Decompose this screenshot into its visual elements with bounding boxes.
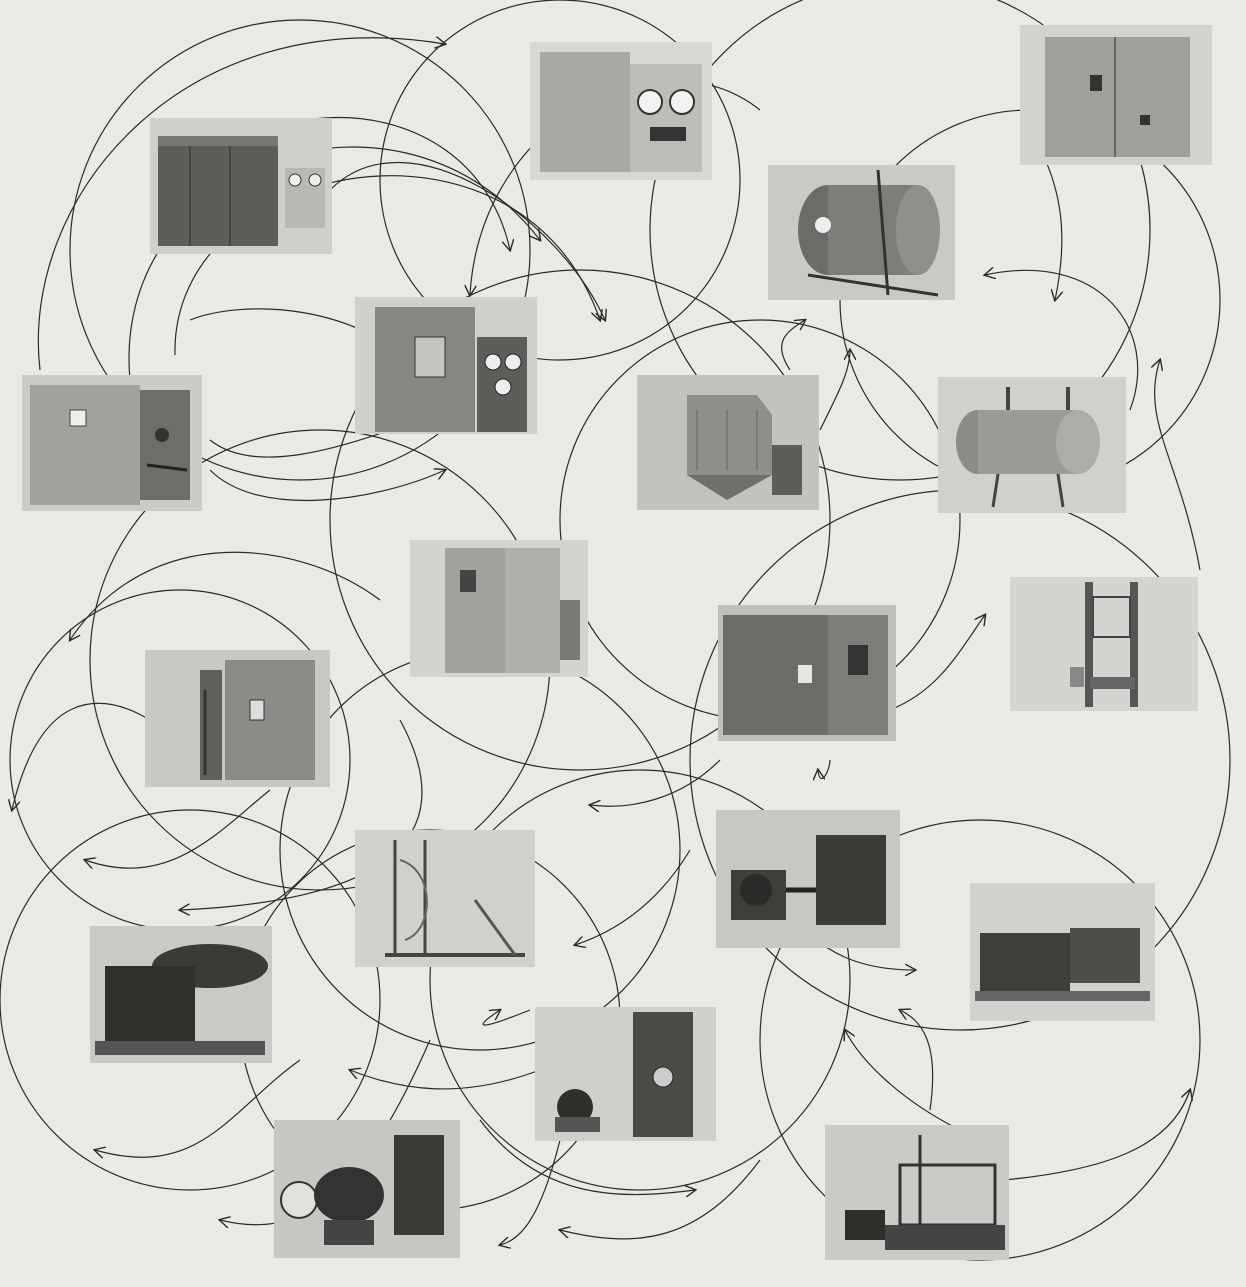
photo-chamber-with-dual-gauges bbox=[530, 42, 712, 180]
centrifuge-icon bbox=[274, 1120, 460, 1258]
arc-circle bbox=[379, 0, 741, 361]
vibration-rig-icon bbox=[355, 830, 535, 967]
arrow-arc bbox=[1155, 360, 1201, 571]
arc-circle bbox=[329, 269, 831, 771]
arrow-arc bbox=[590, 759, 721, 806]
double-door-cabinet-icon bbox=[410, 540, 588, 677]
gauge-panel-chamber-icon bbox=[355, 297, 537, 434]
arc-circle bbox=[429, 769, 851, 1191]
photo-double-door-cabinet bbox=[410, 540, 588, 677]
arrow-arc bbox=[85, 789, 271, 868]
arrow-arc bbox=[818, 759, 831, 779]
arrow-arc bbox=[845, 1030, 961, 1131]
photo-chamber-with-gauge-panel bbox=[355, 297, 537, 434]
photo-low-shaker-units bbox=[970, 883, 1155, 1021]
photo-shaker-frame-rig bbox=[825, 1125, 1009, 1260]
photo-test-chamber-with-control-panel bbox=[150, 118, 332, 254]
arrow-arc bbox=[37, 38, 445, 371]
arrow-arc bbox=[781, 320, 805, 371]
shaker-frame-icon bbox=[825, 1125, 1009, 1260]
vacuum-drum-icon bbox=[768, 165, 955, 300]
arrow-arc bbox=[350, 1070, 541, 1090]
arrow-arc bbox=[985, 270, 1139, 411]
arrow-arc bbox=[12, 702, 151, 810]
round-table-icon bbox=[90, 926, 272, 1063]
arc-circle bbox=[0, 809, 381, 1191]
arrow-arc bbox=[479, 1119, 695, 1195]
photo-control-cabinet-with-fixture bbox=[535, 1007, 716, 1141]
control-cabinet-icon bbox=[535, 1007, 716, 1141]
dust-hood-icon bbox=[637, 375, 819, 510]
walk-in-chamber-icon bbox=[150, 118, 332, 254]
drop-tester-icon bbox=[1010, 577, 1198, 711]
pressure-tank-icon bbox=[938, 377, 1126, 513]
photo-standing-chamber-with-pipes bbox=[145, 650, 330, 787]
arrow-arc bbox=[482, 1010, 531, 1026]
photo-centrifuge-with-cabinet bbox=[274, 1120, 460, 1258]
arrow-arc bbox=[560, 1159, 761, 1240]
arrow-arc bbox=[900, 1010, 934, 1111]
motor-cabinet-icon bbox=[716, 810, 900, 948]
gauge-cabinet-icon bbox=[530, 42, 712, 180]
photo-cylindrical-vacuum-chamber-frame bbox=[768, 165, 955, 300]
arc-circle bbox=[69, 19, 531, 481]
arrow-arc bbox=[209, 470, 445, 501]
arrow-arc bbox=[95, 1059, 301, 1157]
tall-cabinet-icon bbox=[1020, 25, 1212, 165]
shaker-units-icon bbox=[970, 883, 1155, 1021]
arrow-arc bbox=[575, 849, 691, 945]
piped-chamber-icon bbox=[145, 650, 330, 787]
photo-side-door-chamber bbox=[22, 375, 202, 511]
arc-circle bbox=[649, 0, 1151, 481]
arrow-arc bbox=[70, 551, 381, 640]
photo-tall-cabinet-chamber bbox=[1020, 25, 1212, 165]
room-chamber-icon bbox=[718, 605, 896, 741]
arrow-arc bbox=[174, 175, 600, 356]
photo-vertical-drop-tester bbox=[1010, 577, 1198, 711]
photo-motor-and-cabinet bbox=[716, 810, 900, 948]
photo-round-table-machine bbox=[90, 926, 272, 1063]
arrow-arc bbox=[329, 161, 605, 320]
photo-horizontal-pressure-tank bbox=[938, 377, 1126, 513]
arc-circle bbox=[759, 819, 1201, 1261]
arrow-arc bbox=[1004, 1090, 1190, 1181]
photo-walk-in-room-chamber bbox=[718, 605, 896, 741]
arrow-arc bbox=[819, 350, 850, 431]
photo-dust-collector-hood bbox=[637, 375, 819, 510]
side-door-chamber-icon bbox=[22, 375, 202, 511]
arrow-arc bbox=[889, 615, 985, 711]
photo-vibration-table-rig bbox=[355, 830, 535, 967]
